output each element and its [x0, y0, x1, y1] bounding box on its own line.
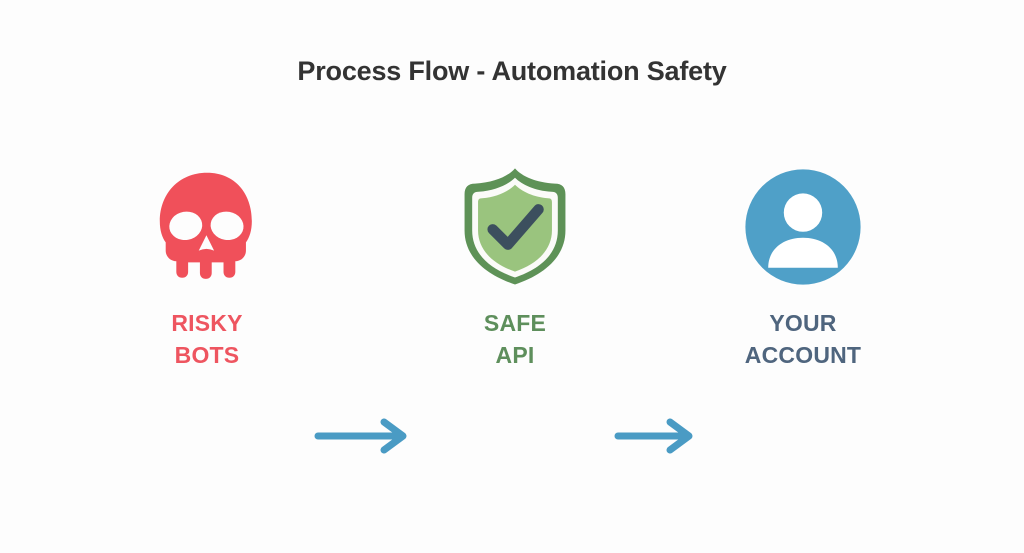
skull-icon-wrap [148, 168, 266, 286]
arrow-right-icon [314, 418, 407, 454]
page-title: Process Flow - Automation Safety [297, 56, 727, 86]
flow-node-label-safe-api: SAFE API [483, 310, 547, 368]
shield-check-icon-wrap [455, 168, 575, 286]
flow-node-label-risky-bots: RISKY BOTS [171, 310, 243, 368]
skull-icon [159, 172, 252, 279]
flow-node-label-your-account: YOUR ACCOUNT [744, 310, 862, 368]
arrow-right-icon [614, 418, 693, 454]
shield-check-icon [464, 168, 566, 285]
process-flow-row: RISKY BOTS [0, 168, 1024, 454]
user-circle-icon-wrap [743, 168, 863, 286]
flow-node-safe-api[interactable]: SAFE API [415, 168, 615, 383]
flow-node-your-account[interactable]: YOUR ACCOUNT [703, 168, 903, 383]
flow-arrow-1 [314, 414, 414, 458]
flow-node-risky-bots[interactable]: RISKY BOTS [107, 168, 307, 383]
user-circle-icon [745, 169, 861, 285]
flow-arrow-2 [614, 414, 700, 458]
